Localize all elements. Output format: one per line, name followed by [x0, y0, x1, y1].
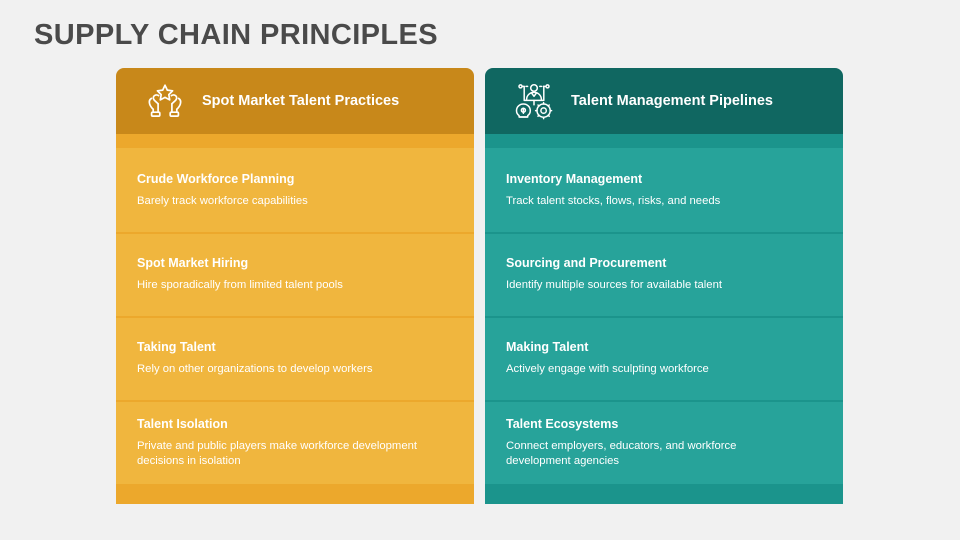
card-body-right: Inventory Management Track talent stocks… [485, 148, 843, 484]
list-item-title: Talent Isolation [137, 416, 228, 431]
list-item-description: Private and public players make workforc… [137, 439, 418, 467]
principles-columns: Spot Market Talent Practices Crude Workf… [116, 68, 844, 504]
list-item-title: Making Talent [506, 340, 589, 354]
list-item-title: Spot Market Hiring [137, 256, 249, 270]
card-header-title-right: Talent Management Pipelines [571, 93, 773, 109]
card-spot-market-talent-practices[interactable]: Spot Market Talent Practices Crude Workf… [116, 68, 474, 504]
list-item[interactable]: Taking Talent Rely on other organization… [116, 316, 474, 400]
list-item[interactable]: Talent Isolation Private and public play… [116, 400, 474, 484]
card-header-right: Talent Management Pipelines [485, 68, 843, 134]
list-item-title: Taking Talent [137, 340, 216, 354]
list-item[interactable]: Spot Market Hiring Hire sporadically fro… [116, 232, 474, 316]
list-item-title: Inventory Management [506, 172, 643, 186]
list-item-description: Rely on other organizations to develop w… [137, 363, 373, 375]
list-item-title: Crude Workforce Planning [137, 172, 295, 186]
card-band-left [116, 134, 474, 148]
list-item-title: Sourcing and Procurement [506, 256, 667, 270]
list-item-description: Hire sporadically from limited talent po… [137, 279, 343, 291]
list-item[interactable]: Crude Workforce Planning Barely track wo… [116, 148, 474, 232]
card-header-left: Spot Market Talent Practices [116, 68, 474, 134]
card-header-title-left: Spot Market Talent Practices [202, 93, 400, 109]
list-item[interactable]: Talent Ecosystems Connect employers, edu… [485, 400, 843, 484]
list-item[interactable]: Inventory Management Track talent stocks… [485, 148, 843, 232]
card-footer-left [116, 484, 474, 504]
list-item-description: Barely track workforce capabilities [137, 195, 308, 207]
card-body-left: Crude Workforce Planning Barely track wo… [116, 148, 474, 484]
list-item-description: Connect employers, educators, and workfo… [506, 439, 737, 467]
list-item[interactable]: Sourcing and Procurement Identify multip… [485, 232, 843, 316]
person-lightbulb-gear-icon [507, 82, 561, 120]
list-item-description: Actively engage with sculpting workforce [506, 363, 709, 375]
list-item-title: Talent Ecosystems [506, 416, 619, 431]
card-talent-management-pipelines[interactable]: Talent Management Pipelines Inventory Ma… [485, 68, 843, 504]
card-footer-right [485, 484, 843, 504]
list-item[interactable]: Making Talent Actively engage with sculp… [485, 316, 843, 400]
page-title: SUPPLY CHAIN PRINCIPLES [34, 19, 439, 51]
card-band-right [485, 134, 843, 148]
list-item-description: Track talent stocks, flows, risks, and n… [506, 195, 721, 207]
hands-holding-star-icon [138, 83, 192, 119]
list-item-description: Identify multiple sources for available … [506, 279, 723, 291]
